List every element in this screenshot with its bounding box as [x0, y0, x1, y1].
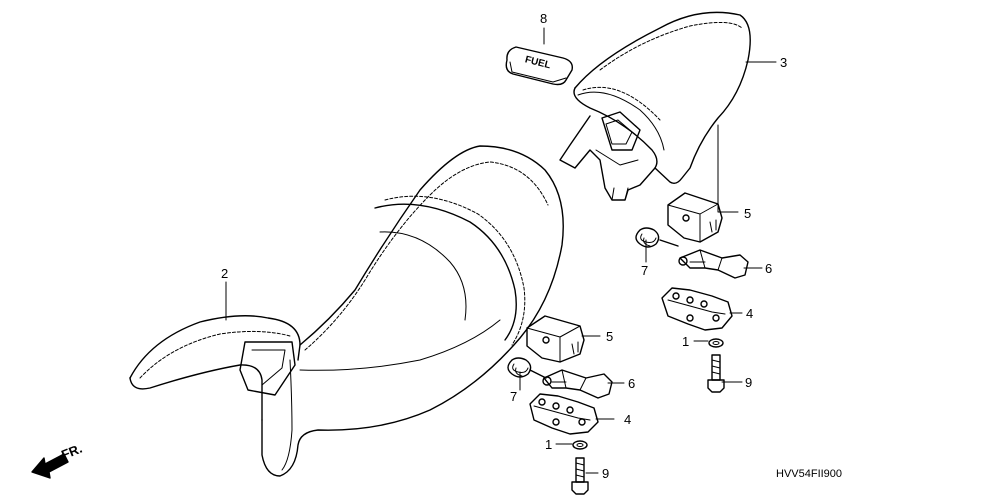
latch-upper [678, 249, 749, 279]
spring-upper [635, 227, 679, 248]
latch-lower [542, 369, 613, 399]
callout-4-upper: 4 [746, 306, 754, 321]
callout-7-upper: 7 [641, 263, 649, 278]
diagram-code: HVV54FII900 [776, 468, 843, 480]
lock-base-lower [529, 393, 599, 435]
callout-7-lower: 7 [510, 389, 518, 404]
callout-1-lower: 1 [545, 437, 553, 452]
callout-5-upper: 5 [744, 206, 752, 221]
callout-6-lower: 6 [628, 376, 636, 391]
callout-1-upper: 1 [682, 334, 690, 349]
bracket-upper [667, 192, 723, 243]
washer-upper [708, 338, 724, 348]
lock-base-upper [661, 287, 733, 331]
callout-9-upper: 9 [745, 375, 753, 390]
callout-6-upper: 6 [765, 261, 773, 276]
rider-seat [129, 145, 564, 477]
bolt-upper [707, 354, 725, 393]
spring-lower [507, 357, 547, 379]
callout-5-lower: 5 [606, 329, 614, 344]
callout-3: 3 [780, 55, 788, 70]
callout-4-lower: 4 [624, 412, 632, 427]
passenger-seat [559, 11, 751, 201]
fuel-decal: FUEL [505, 46, 573, 86]
callout-2: 2 [221, 266, 229, 281]
callout-9-lower: 9 [602, 466, 610, 481]
leader-lines [225, 27, 777, 474]
front-direction-arrow [31, 453, 69, 479]
washer-lower [572, 440, 588, 450]
decal-text: FUEL [524, 54, 552, 71]
callout-8: 8 [540, 11, 548, 26]
bolt-lower [571, 457, 589, 495]
bracket-lower [526, 315, 585, 363]
